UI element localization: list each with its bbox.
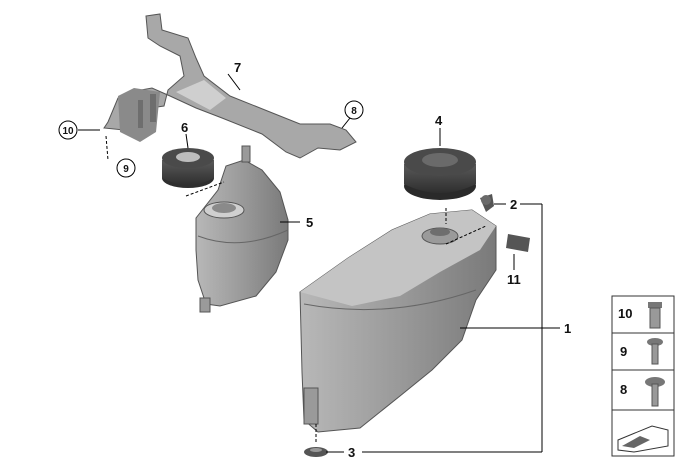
svg-text:10: 10	[62, 126, 74, 137]
callout-8: 8	[344, 100, 364, 120]
nut-insert-icon	[648, 302, 662, 329]
callout-10: 10	[58, 120, 78, 140]
svg-text:9: 9	[123, 164, 129, 175]
legend-label-9: 9	[620, 344, 627, 359]
legend-label-8: 8	[620, 382, 627, 397]
label-part-11	[506, 234, 530, 252]
leader-lines	[78, 73, 560, 453]
fastener-legend: 10 9 8	[611, 295, 675, 457]
callout-1: 1	[564, 321, 571, 336]
coolant-tank-main-part	[299, 209, 497, 433]
arrow-icon	[617, 425, 669, 453]
callout-7: 7	[234, 60, 241, 75]
screw-part-2	[480, 194, 494, 212]
cap-large-part	[404, 148, 476, 200]
callout-9: 9	[116, 158, 136, 178]
bracket-part	[103, 13, 357, 159]
callout-5: 5	[306, 215, 313, 230]
legend-label-10: 10	[618, 306, 632, 321]
grommet-part-3	[304, 447, 328, 457]
callout-11: 11	[507, 272, 521, 287]
callout-2: 2	[510, 197, 517, 212]
callout-4: 4	[435, 113, 443, 128]
screw-icon	[645, 377, 665, 407]
callout-3: 3	[348, 445, 355, 460]
bolt-icon	[647, 338, 663, 365]
callout-6: 6	[181, 120, 188, 135]
svg-text:8: 8	[351, 106, 357, 117]
cap-small-part	[162, 148, 214, 188]
expansion-tank-small-part	[195, 145, 289, 313]
